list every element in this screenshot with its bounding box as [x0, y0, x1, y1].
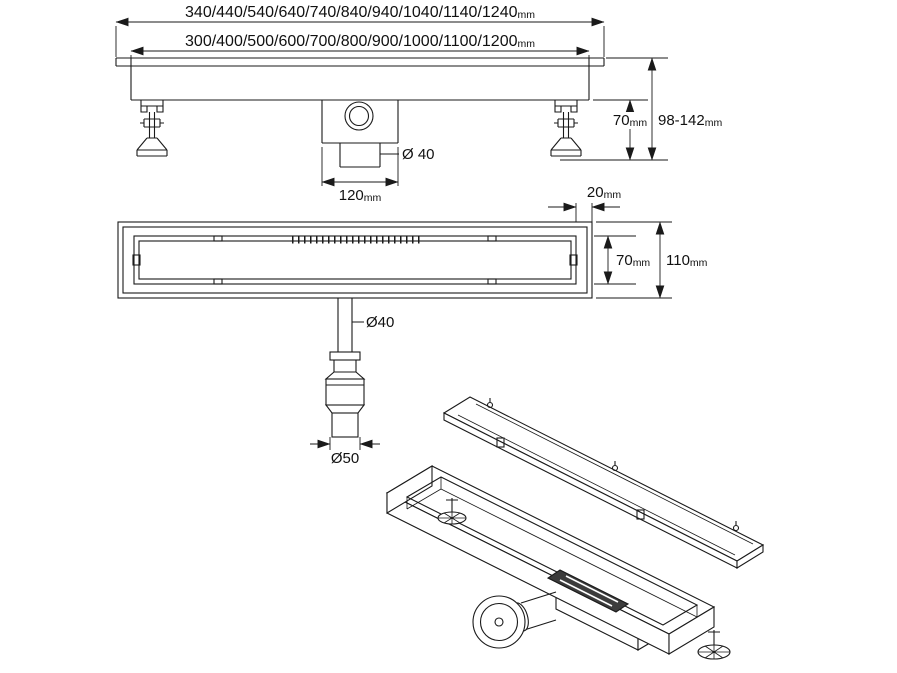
iso-right-foot	[697, 630, 731, 660]
overall-width-label: 110mm	[666, 252, 708, 269]
plan-view: 20mm 70mm 110mm Ø40	[117, 184, 708, 467]
drain-outlet-inner-circle	[348, 105, 370, 127]
inner-length-dimension: 300/400/500/600/700/800/900/1000/1100/12…	[130, 33, 590, 58]
overall-width-dimension: 110mm	[596, 221, 708, 299]
top-tab-1	[213, 235, 223, 242]
iso-cover-end-edge	[736, 544, 764, 569]
iso-cap-inner	[479, 602, 519, 642]
iso-left-foot	[437, 498, 467, 525]
trap-width-dimension: 120mm	[321, 147, 399, 204]
front-view: 340/440/540/640/740/840/940/1040/1140/12…	[115, 4, 722, 204]
iso-channel-body	[385, 465, 716, 655]
inner-length-label: 300/400/500/600/700/800/900/1000/1100/12…	[185, 33, 535, 50]
iso-drain-slot	[546, 569, 630, 613]
height-dimensions: 70mm 98-142mm	[560, 57, 722, 161]
iso-screw-1	[486, 401, 494, 409]
outer-length-dimension: 340/440/540/640/740/840/940/1040/1140/12…	[115, 4, 605, 57]
bottom-tab-2	[487, 278, 497, 285]
channel-inner-frame	[122, 226, 588, 294]
iso-inner-opening	[405, 476, 699, 626]
drain-outlet-circle	[344, 101, 374, 131]
channel-width-dimension: 70mm	[594, 235, 650, 285]
left-clip	[132, 254, 141, 266]
channel-width-label: 70mm	[616, 252, 650, 269]
pipe-diameter-label: Ø40	[366, 314, 394, 331]
outlet-pipe-plan: Ø40	[337, 298, 394, 352]
drain-diameter-label: Ø 40	[402, 146, 435, 163]
channel-outer-frame	[117, 221, 593, 299]
iso-left-wall	[386, 465, 433, 514]
iso-cap-hub	[494, 617, 504, 627]
drain-trap-front: Ø 40	[321, 100, 435, 168]
siphon-trap	[324, 351, 366, 438]
leg-height-label: 70mm	[613, 112, 647, 129]
isometric-view	[385, 396, 765, 660]
flange-width-label: 20mm	[587, 184, 621, 201]
iso-cover-panel	[442, 396, 765, 569]
drain-body-front	[115, 57, 605, 101]
trap-width-label: 120mm	[339, 187, 382, 204]
outer-length-label: 340/440/540/640/740/840/940/1040/1140/12…	[185, 4, 535, 21]
iso-right-wall	[668, 606, 715, 655]
grate-outer-edge	[133, 235, 577, 285]
outlet-diameter-label: Ø50	[331, 450, 359, 467]
flange-width-dimension: 20mm	[548, 184, 621, 222]
outlet-diameter-dimension: Ø50	[310, 437, 380, 467]
top-tab-2	[487, 235, 497, 242]
grate-inner-edge	[138, 240, 572, 280]
iso-outlet-and-cap	[472, 591, 557, 649]
iso-screw-3	[732, 524, 740, 532]
bottom-tab-1	[213, 278, 223, 285]
right-clip	[569, 254, 578, 266]
iso-clip-2	[636, 509, 645, 520]
install-height-label: 98-142mm	[658, 112, 722, 129]
leg-height-label-background	[610, 112, 650, 129]
iso-clip-1	[496, 437, 505, 448]
iso-screw-2	[611, 464, 619, 472]
